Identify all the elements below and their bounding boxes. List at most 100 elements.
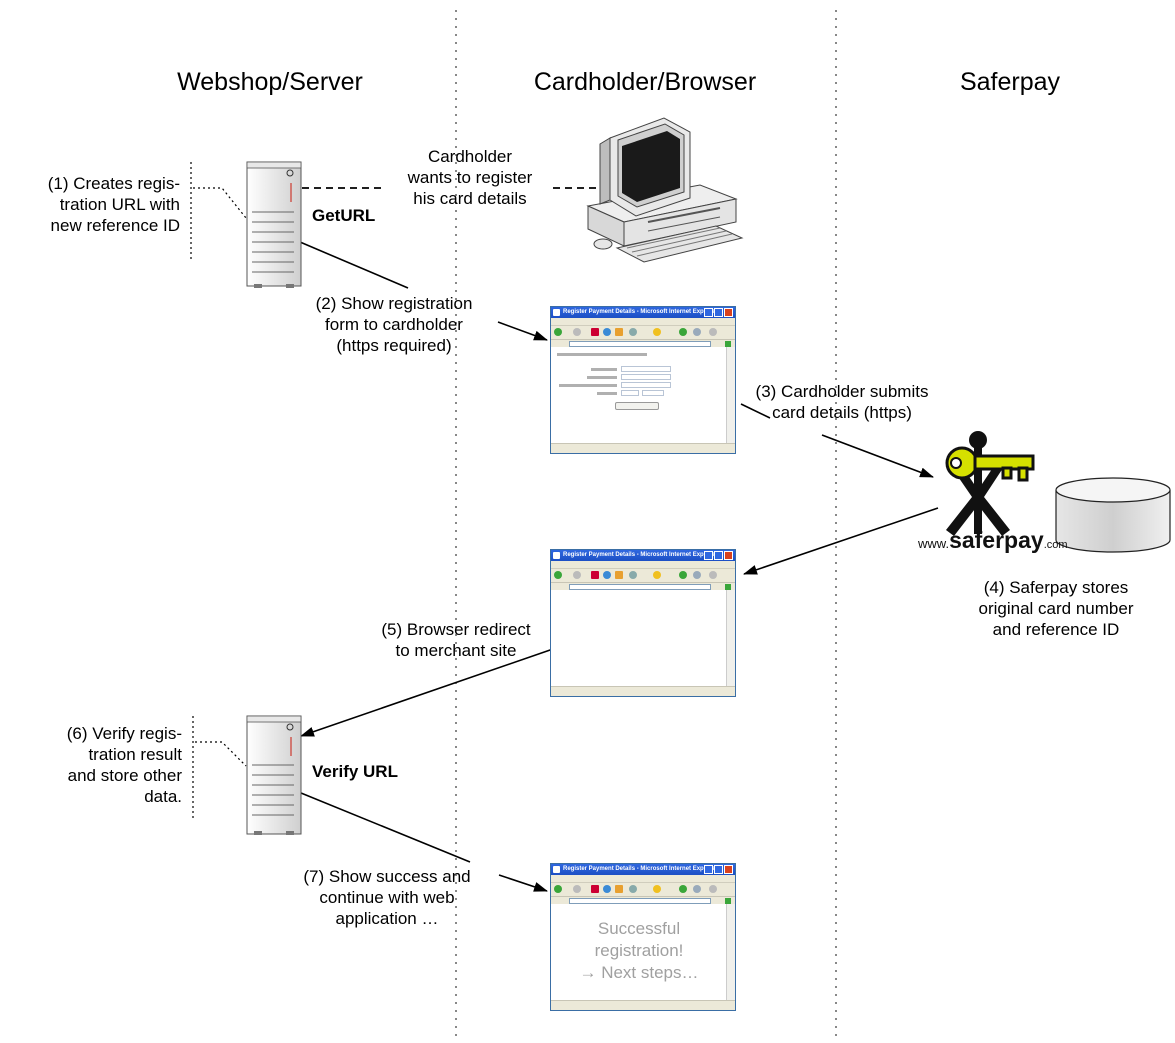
step5-note: (5) Browser redirect to merchant site bbox=[360, 619, 552, 661]
step1-line: (1) Creates regis- bbox=[47, 174, 180, 193]
computer-icon bbox=[586, 117, 744, 263]
refresh-icon bbox=[603, 328, 611, 336]
form-submit bbox=[615, 402, 659, 410]
go-icon bbox=[725, 584, 731, 590]
status-bar bbox=[551, 443, 735, 453]
form-label bbox=[591, 368, 617, 371]
arrow-step3-a bbox=[740, 403, 771, 419]
cardholder-note-line: his card details bbox=[413, 189, 527, 208]
arrow-step4 bbox=[743, 507, 939, 575]
mail-icon bbox=[693, 328, 701, 336]
success-line: Successful bbox=[597, 919, 681, 938]
favorites-icon bbox=[653, 885, 661, 893]
scrollbar bbox=[726, 590, 735, 687]
form-input bbox=[621, 382, 671, 388]
maximize-icon bbox=[714, 551, 723, 560]
back-icon bbox=[554, 571, 562, 579]
back-icon bbox=[554, 885, 562, 893]
logo-name: saferpay bbox=[949, 527, 1044, 553]
step7-line: continue with web bbox=[319, 888, 455, 907]
browser-content: Successful registration! → Next steps… bbox=[551, 904, 727, 1001]
arrow-step2-b bbox=[497, 321, 548, 341]
lane-title-saferpay: Saferpay bbox=[959, 68, 1061, 96]
arrow-step7-b bbox=[498, 874, 548, 892]
search-icon bbox=[629, 328, 637, 336]
toolbar bbox=[551, 569, 735, 583]
step7-note: (7) Show success and continue with web a… bbox=[276, 866, 498, 929]
step2-note: (2) Show registration form to cardholder… bbox=[290, 293, 498, 356]
success-line: → Next steps… bbox=[579, 963, 699, 982]
ie-icon bbox=[553, 552, 560, 559]
favorites-icon bbox=[653, 328, 661, 336]
browser-titlebar: Register Payment Details - Microsoft Int… bbox=[551, 864, 735, 875]
step1-line: new reference ID bbox=[50, 216, 180, 235]
step6-line: data. bbox=[144, 787, 182, 806]
browser-titlebar: Register Payment Details - Microsoft Int… bbox=[551, 307, 735, 318]
browser-window-form: Register Payment Details - Microsoft Int… bbox=[550, 306, 736, 454]
back-icon bbox=[554, 328, 562, 336]
print-icon bbox=[709, 885, 717, 893]
step2-line: (2) Show registration bbox=[315, 294, 473, 313]
form-select bbox=[621, 390, 639, 396]
arrow-step2-a bbox=[299, 241, 409, 289]
step6-line: (6) Verify regis- bbox=[66, 724, 182, 743]
status-bar bbox=[551, 686, 735, 696]
step6-line: tration result bbox=[88, 745, 182, 764]
menu-bar bbox=[551, 561, 735, 569]
saferpay-logo-text: www.saferpay.com bbox=[918, 527, 1068, 554]
ie-icon bbox=[553, 309, 560, 316]
cardholder-note: Cardholder wants to register his card de… bbox=[387, 146, 553, 209]
verify-url-label: Verify URL bbox=[312, 762, 398, 781]
browser-titlebar: Register Payment Details - Microsoft Int… bbox=[551, 550, 735, 561]
step7-line: application … bbox=[335, 909, 439, 928]
note-bracket-1 bbox=[190, 162, 247, 262]
search-icon bbox=[629, 571, 637, 579]
step5-line: to merchant site bbox=[395, 641, 517, 660]
favorites-icon bbox=[653, 571, 661, 579]
server-icon bbox=[246, 161, 302, 288]
address-field bbox=[569, 341, 711, 347]
form-input bbox=[621, 374, 671, 380]
success-line: registration! bbox=[594, 941, 684, 960]
geturl-label: GetURL bbox=[312, 206, 376, 225]
step2-line: (https required) bbox=[336, 336, 452, 355]
form-heading bbox=[557, 353, 647, 356]
step4-note: (4) Saferpay stores original card number… bbox=[956, 577, 1156, 640]
form-label bbox=[587, 376, 617, 379]
address-field bbox=[569, 584, 711, 590]
minimize-icon bbox=[704, 308, 713, 317]
forward-icon bbox=[573, 885, 581, 893]
arrow-step3-b bbox=[821, 434, 934, 478]
ie-icon bbox=[553, 866, 560, 873]
mail-icon bbox=[693, 571, 701, 579]
history-icon bbox=[679, 571, 687, 579]
history-icon bbox=[679, 885, 687, 893]
lane-title-webshop: Webshop/Server bbox=[177, 68, 363, 96]
close-icon bbox=[724, 865, 733, 874]
step4-line: (4) Saferpay stores bbox=[983, 578, 1129, 597]
home-icon bbox=[615, 571, 623, 579]
status-bar bbox=[551, 1000, 735, 1010]
cardholder-note-line: Cardholder bbox=[427, 147, 513, 166]
close-icon bbox=[724, 308, 733, 317]
refresh-icon bbox=[603, 571, 611, 579]
database-icon bbox=[1055, 477, 1171, 553]
step3-line: (3) Cardholder submits bbox=[755, 382, 929, 401]
forward-icon bbox=[573, 328, 581, 336]
logo-suffix: .com bbox=[1043, 539, 1068, 551]
forward-icon bbox=[573, 571, 581, 579]
browser-title: Register Payment Details - Microsoft Int… bbox=[563, 309, 718, 315]
minimize-icon bbox=[704, 551, 713, 560]
toolbar bbox=[551, 883, 735, 897]
stop-icon bbox=[591, 571, 599, 579]
browser-window-success: Register Payment Details - Microsoft Int… bbox=[550, 863, 736, 1011]
step3-note: (3) Cardholder submits card details (htt… bbox=[742, 381, 942, 423]
menu-bar bbox=[551, 318, 735, 326]
scrollbar bbox=[726, 347, 735, 444]
menu-bar bbox=[551, 875, 735, 883]
close-icon bbox=[724, 551, 733, 560]
step3-line: card details (https) bbox=[772, 403, 912, 422]
lane-title-cardholder: Cardholder/Browser bbox=[533, 68, 757, 96]
browser-content bbox=[551, 347, 727, 444]
server-icon bbox=[246, 715, 302, 835]
